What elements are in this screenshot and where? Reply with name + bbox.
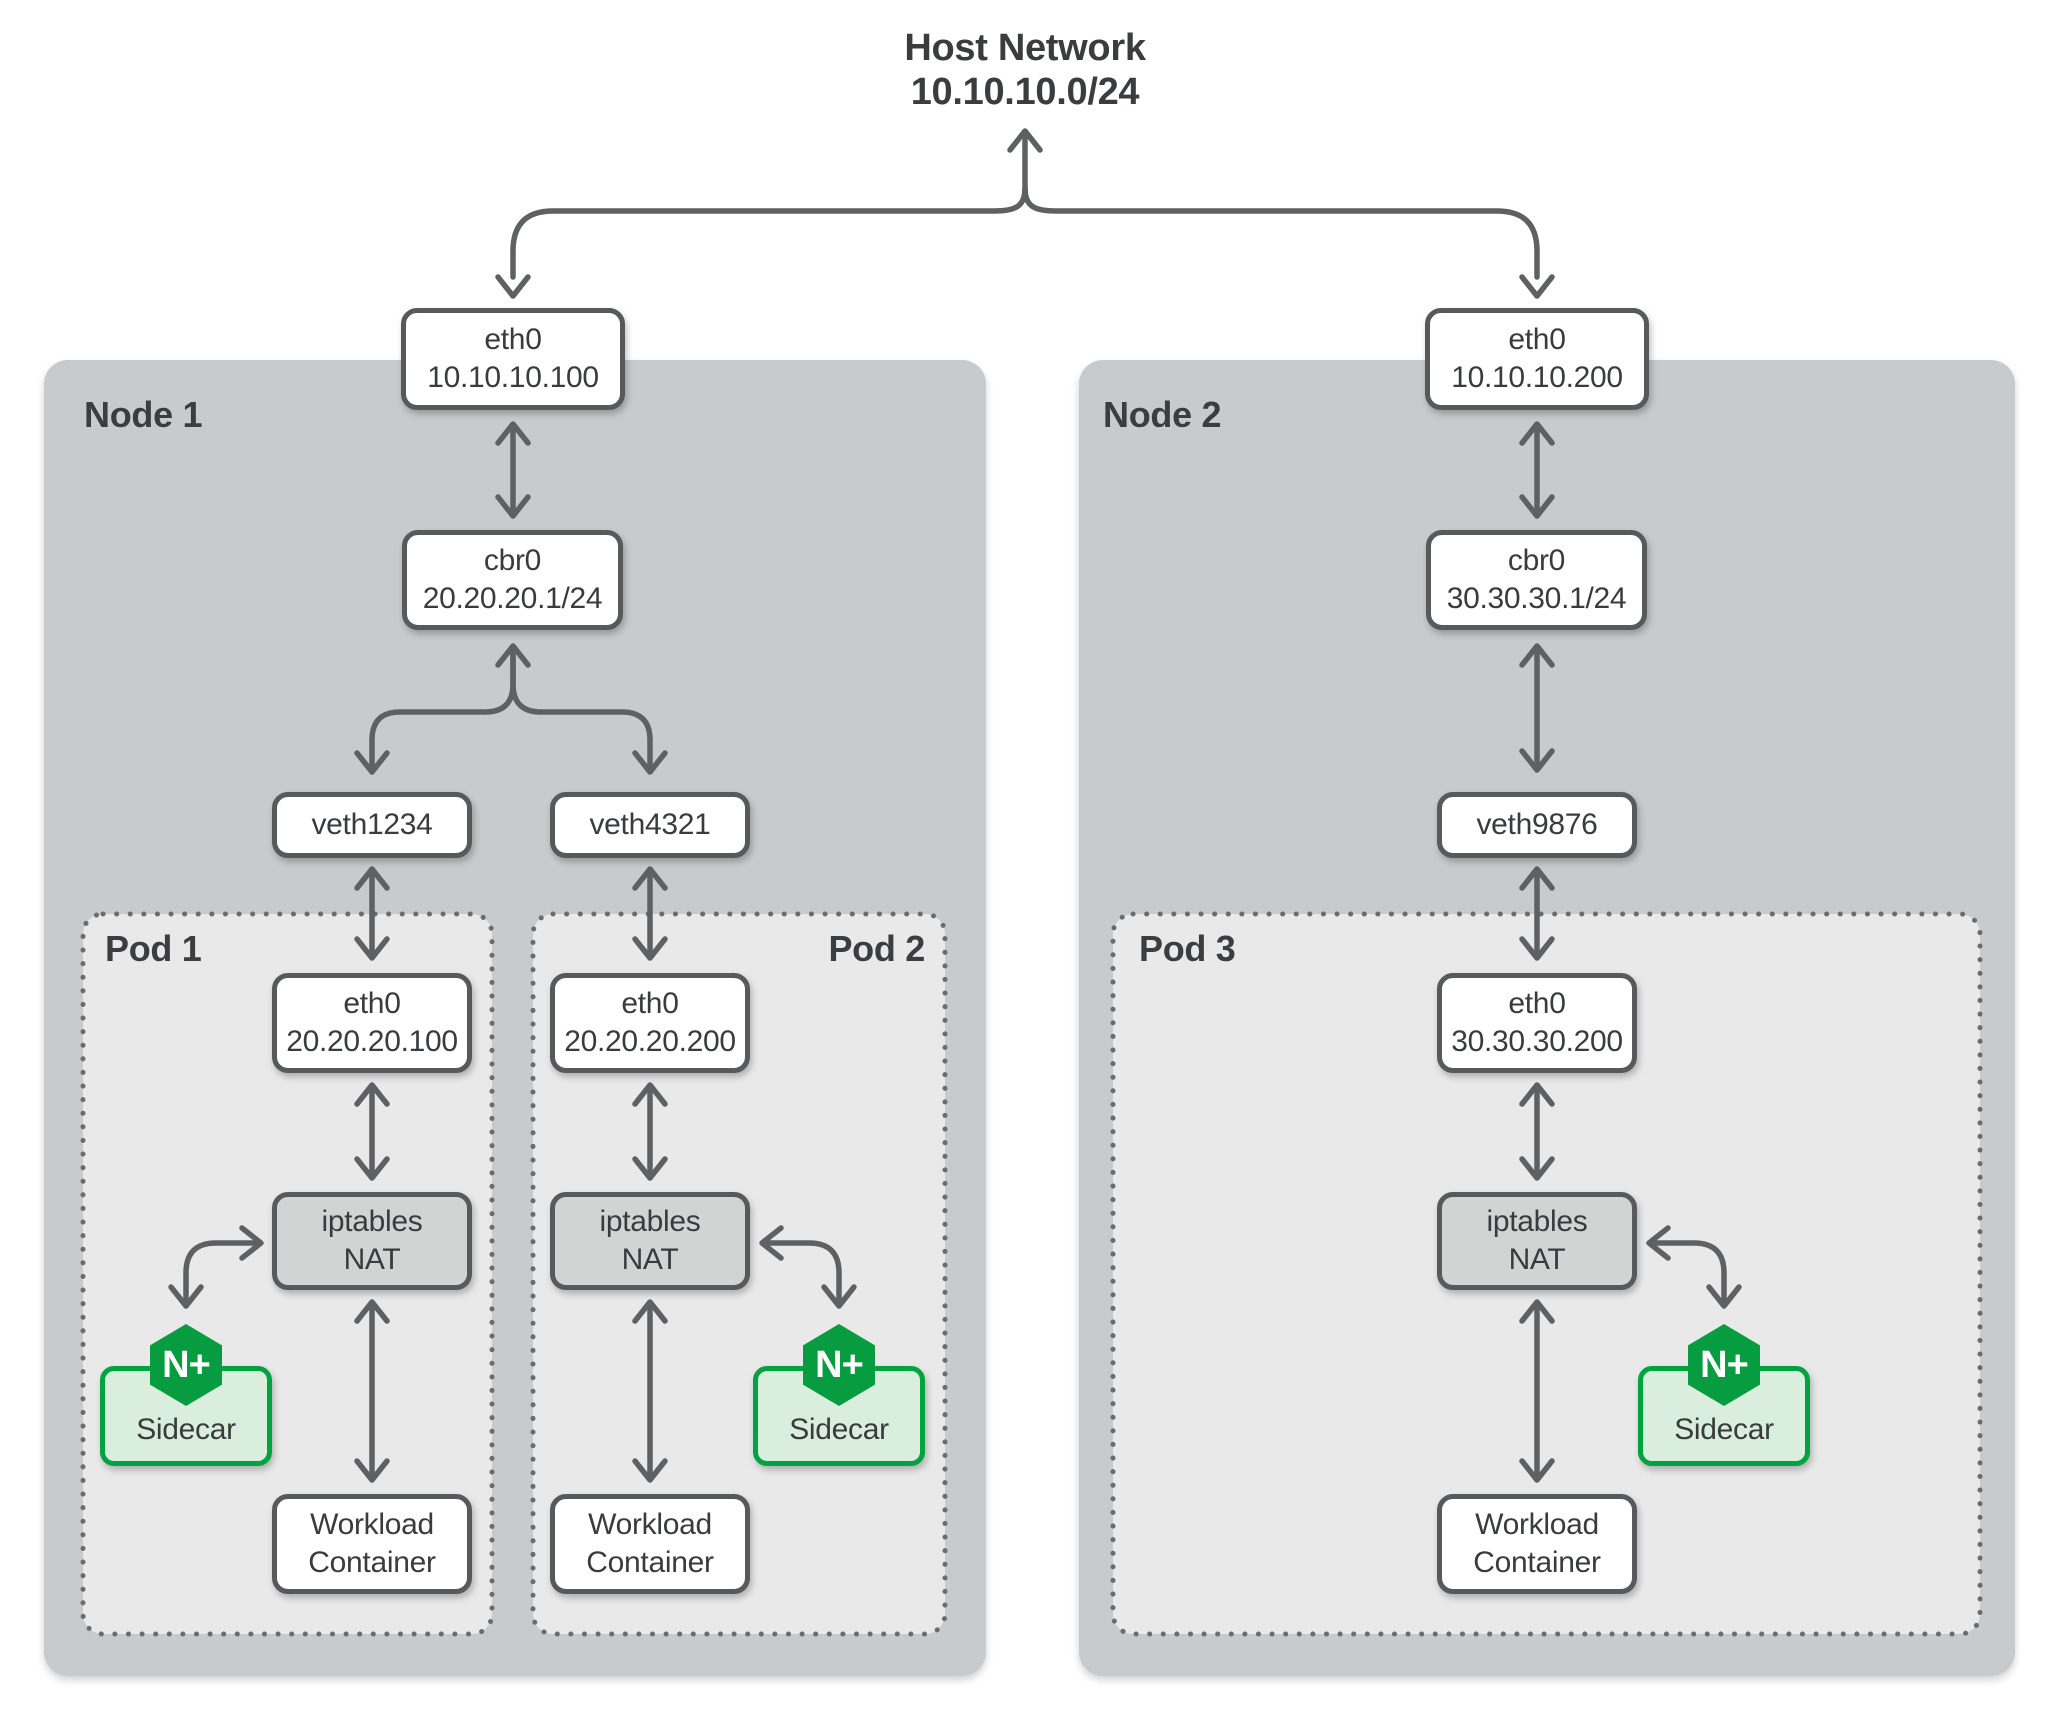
pod3-nginx-plus-logo-text: N+ [1700, 1343, 1749, 1386]
host-network-cidr: 10.10.10.0/24 [910, 71, 1140, 113]
pod3-workload-line2: Container [1473, 1546, 1601, 1579]
pod3-eth0-box: eth0 30.30.30.200 [1437, 973, 1637, 1073]
arrow-pod2-nat-workload [632, 1299, 668, 1483]
arrow-veth9876-pod3-eth0 [1519, 866, 1555, 961]
pod2-eth0-ip: 20.20.20.200 [564, 1025, 736, 1058]
pod2-label: Pod 2 [828, 928, 925, 969]
pod3-eth0-ip: 30.30.30.200 [1451, 1025, 1623, 1058]
pod2-nat-line1: iptables [599, 1205, 701, 1238]
node2-cbr0-cidr: 30.30.30.1/24 [1446, 582, 1627, 615]
arrow-node1-eth0-cbr0 [495, 421, 531, 519]
pod3-nat-line1: iptables [1486, 1205, 1588, 1238]
node1-cbr0-cidr: 20.20.20.1/24 [422, 582, 603, 615]
pod1-nat-line2: NAT [343, 1243, 401, 1276]
node1-eth0-name: eth0 [484, 323, 542, 356]
veth9876-label: veth9876 [1476, 808, 1598, 841]
host-network-name: Host Network [904, 27, 1146, 69]
pod1-sidecar-label: Sidecar [136, 1413, 236, 1446]
arrow-node1-cbr0-veth-fork [354, 643, 668, 775]
arrow-pod2-sidecar-nat [759, 1225, 857, 1309]
veth1234-label: veth1234 [311, 808, 433, 841]
pod1-nginx-plus-logo-text: N+ [162, 1343, 211, 1386]
node1-label: Node 1 [84, 394, 203, 435]
pod2-workload-container-box: Workload Container [550, 1494, 750, 1594]
pod2-nat-line2: NAT [621, 1243, 679, 1276]
arrow-pod3-sidecar-nat [1646, 1225, 1742, 1309]
pod2-eth0-name: eth0 [621, 987, 679, 1020]
node1-cbr0-box: cbr0 20.20.20.1/24 [402, 530, 623, 630]
node2-cbr0-name: cbr0 [1507, 544, 1566, 577]
pod1-nat-line1: iptables [321, 1205, 423, 1238]
arrow-veth1234-pod1-eth0 [354, 866, 390, 961]
node2-cbr0-box: cbr0 30.30.30.1/24 [1426, 530, 1647, 630]
pod3-workload-line1: Workload [1475, 1508, 1599, 1541]
arrow-veth4321-pod2-eth0 [632, 866, 668, 961]
pod3-eth0-name: eth0 [1508, 987, 1566, 1020]
arrow-pod1-eth0-nat [354, 1082, 390, 1181]
veth4321-label: veth4321 [589, 808, 711, 841]
node2-label: Node 2 [1103, 394, 1222, 435]
pod2-workload-line2: Container [586, 1546, 714, 1579]
arrow-node2-cbr0-veth [1519, 643, 1555, 773]
arrow-host-network-fork [495, 128, 1555, 299]
pod2-nginx-plus-logo-text: N+ [815, 1343, 864, 1386]
veth4321-box: veth4321 [550, 792, 750, 858]
pod1-iptables-nat-box: iptables NAT [272, 1192, 472, 1290]
pod2-workload-line1: Workload [588, 1508, 712, 1541]
pod1-eth0-name: eth0 [343, 987, 401, 1020]
pod3-sidecar-label: Sidecar [1674, 1413, 1774, 1446]
node2-eth0-box: eth0 10.10.10.200 [1425, 308, 1649, 410]
pod1-workload-line2: Container [308, 1546, 436, 1579]
arrow-pod3-eth0-nat [1519, 1082, 1555, 1181]
arrow-pod1-sidecar-nat [168, 1225, 264, 1309]
pod2-eth0-box: eth0 20.20.20.200 [550, 973, 750, 1073]
pod1-workload-line1: Workload [310, 1508, 434, 1541]
arrow-pod1-nat-workload [354, 1299, 390, 1483]
pod3-iptables-nat-box: iptables NAT [1437, 1192, 1637, 1290]
pod3-label: Pod 3 [1139, 928, 1236, 969]
pod1-workload-container-box: Workload Container [272, 1494, 472, 1594]
pod1-eth0-ip: 20.20.20.100 [286, 1025, 458, 1058]
pod3-workload-container-box: Workload Container [1437, 1494, 1637, 1594]
arrow-pod2-eth0-nat [632, 1082, 668, 1181]
pod1-eth0-box: eth0 20.20.20.100 [272, 973, 472, 1073]
pod3-nat-line2: NAT [1508, 1243, 1566, 1276]
arrow-pod3-nat-workload [1519, 1299, 1555, 1483]
pod2-iptables-nat-box: iptables NAT [550, 1192, 750, 1290]
node2-eth0-name: eth0 [1508, 323, 1566, 356]
veth9876-box: veth9876 [1437, 792, 1637, 858]
node1-eth0-box: eth0 10.10.10.100 [401, 308, 625, 410]
veth1234-box: veth1234 [272, 792, 472, 858]
host-network-title: Host Network 10.10.10.0/24 [775, 26, 1275, 114]
pod1-label: Pod 1 [105, 928, 202, 969]
node2-eth0-ip: 10.10.10.200 [1451, 361, 1623, 394]
node1-cbr0-name: cbr0 [483, 544, 542, 577]
node1-eth0-ip: 10.10.10.100 [427, 361, 599, 394]
arrow-node2-eth0-cbr0 [1519, 421, 1555, 519]
pod2-sidecar-label: Sidecar [789, 1413, 889, 1446]
